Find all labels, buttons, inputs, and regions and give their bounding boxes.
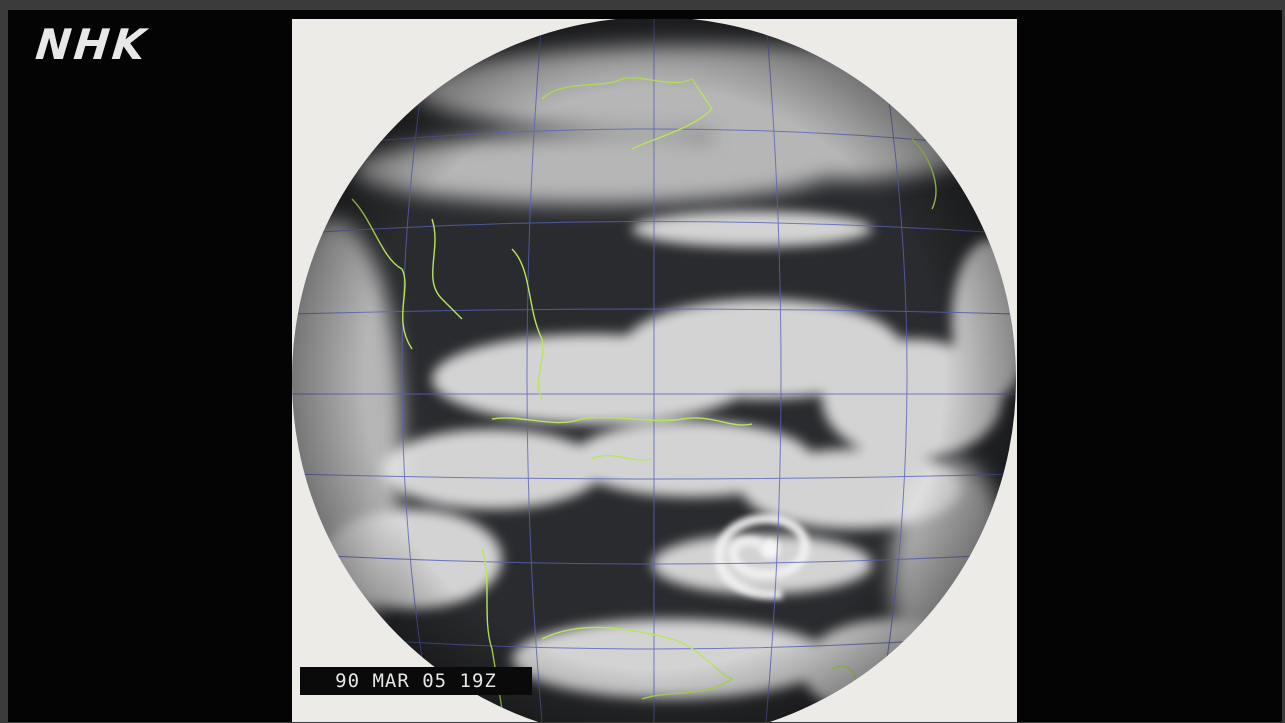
nhk-logo: NHK (33, 20, 151, 69)
satellite-globe-image (292, 19, 1016, 722)
broadcast-screen: NHK (8, 10, 1282, 722)
satellite-image-panel: 90 MAR 05 19Z (292, 19, 1017, 722)
image-timestamp-label: 90 MAR 05 19Z (300, 667, 532, 695)
